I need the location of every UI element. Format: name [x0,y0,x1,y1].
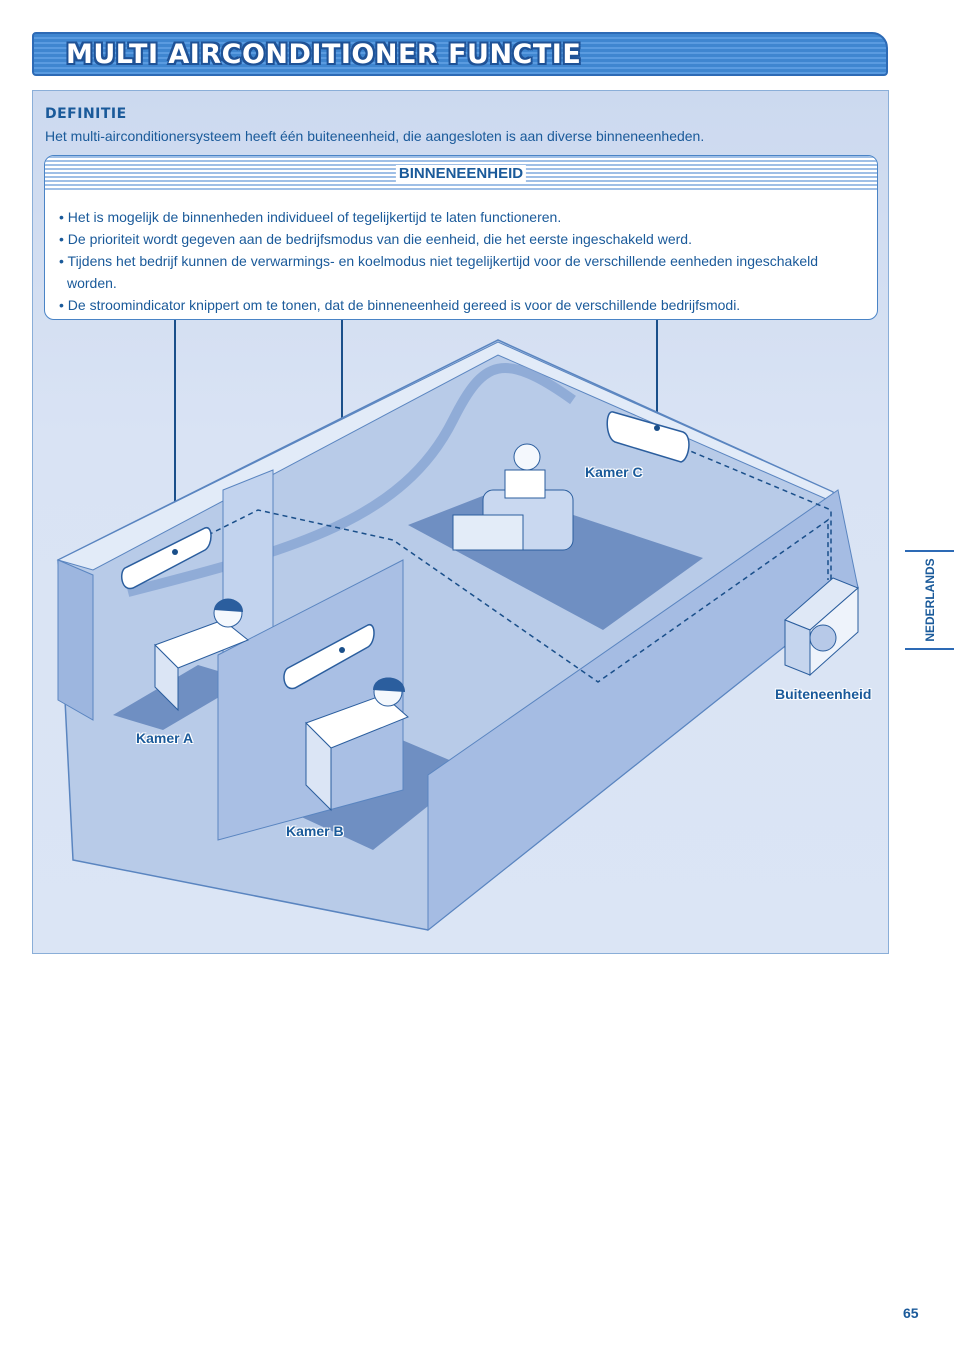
list-item: • De stroomindicator knippert om te tone… [59,297,741,313]
person-room-b [305,677,409,812]
definition-text: Het multi-airconditionersysteem heeft éé… [45,128,705,144]
outdoor-unit-label: Buiteneenheid [775,686,872,702]
language-tab: NEDERLANDS [905,550,954,650]
outdoor-unit [784,577,859,677]
left-wall [57,559,94,721]
indoor-unit-c [606,411,690,463]
list-item: • Tijdens het bedrijf kunnen de verwarmi… [59,253,819,291]
house-illustration [56,320,859,932]
pipe-dashed [207,509,829,683]
language-tab-label: NEDERLANDS [923,558,937,642]
page-number: 65 [903,1305,919,1321]
room-b-label: Kamer B [286,823,344,839]
page-title: MULTI AIRCONDITIONER FUNCTIE [66,39,582,70]
room-c-label: Kamer C [585,464,643,480]
indoor-unit-a [120,527,212,590]
person-room-a [154,598,249,712]
title-bar: MULTI AIRCONDITIONER FUNCTIE [32,32,888,76]
indoor-unit-header: BINNENEENHEID [45,156,877,192]
list-item: • De prioriteit wordt gegeven aan de bed… [59,231,692,247]
indoor-unit-box: BINNENEENHEID • Het is mogelijk de binne… [44,155,878,320]
room-a-floor [113,665,248,730]
person-room-c [452,443,574,551]
wall-b [217,559,404,841]
indoor-unit-list: • Het is mogelijk de binnenheden individ… [59,206,849,316]
indoor-unit-heading: BINNENEENHEID [395,165,527,182]
definition-heading: DEFINITIE [45,106,127,122]
room-a-label: Kamer A [136,730,194,746]
pipe-dashed-c [682,447,832,580]
indoor-unit-b [283,624,375,690]
list-item: • Het is mogelijk de binnenheden individ… [59,209,562,225]
